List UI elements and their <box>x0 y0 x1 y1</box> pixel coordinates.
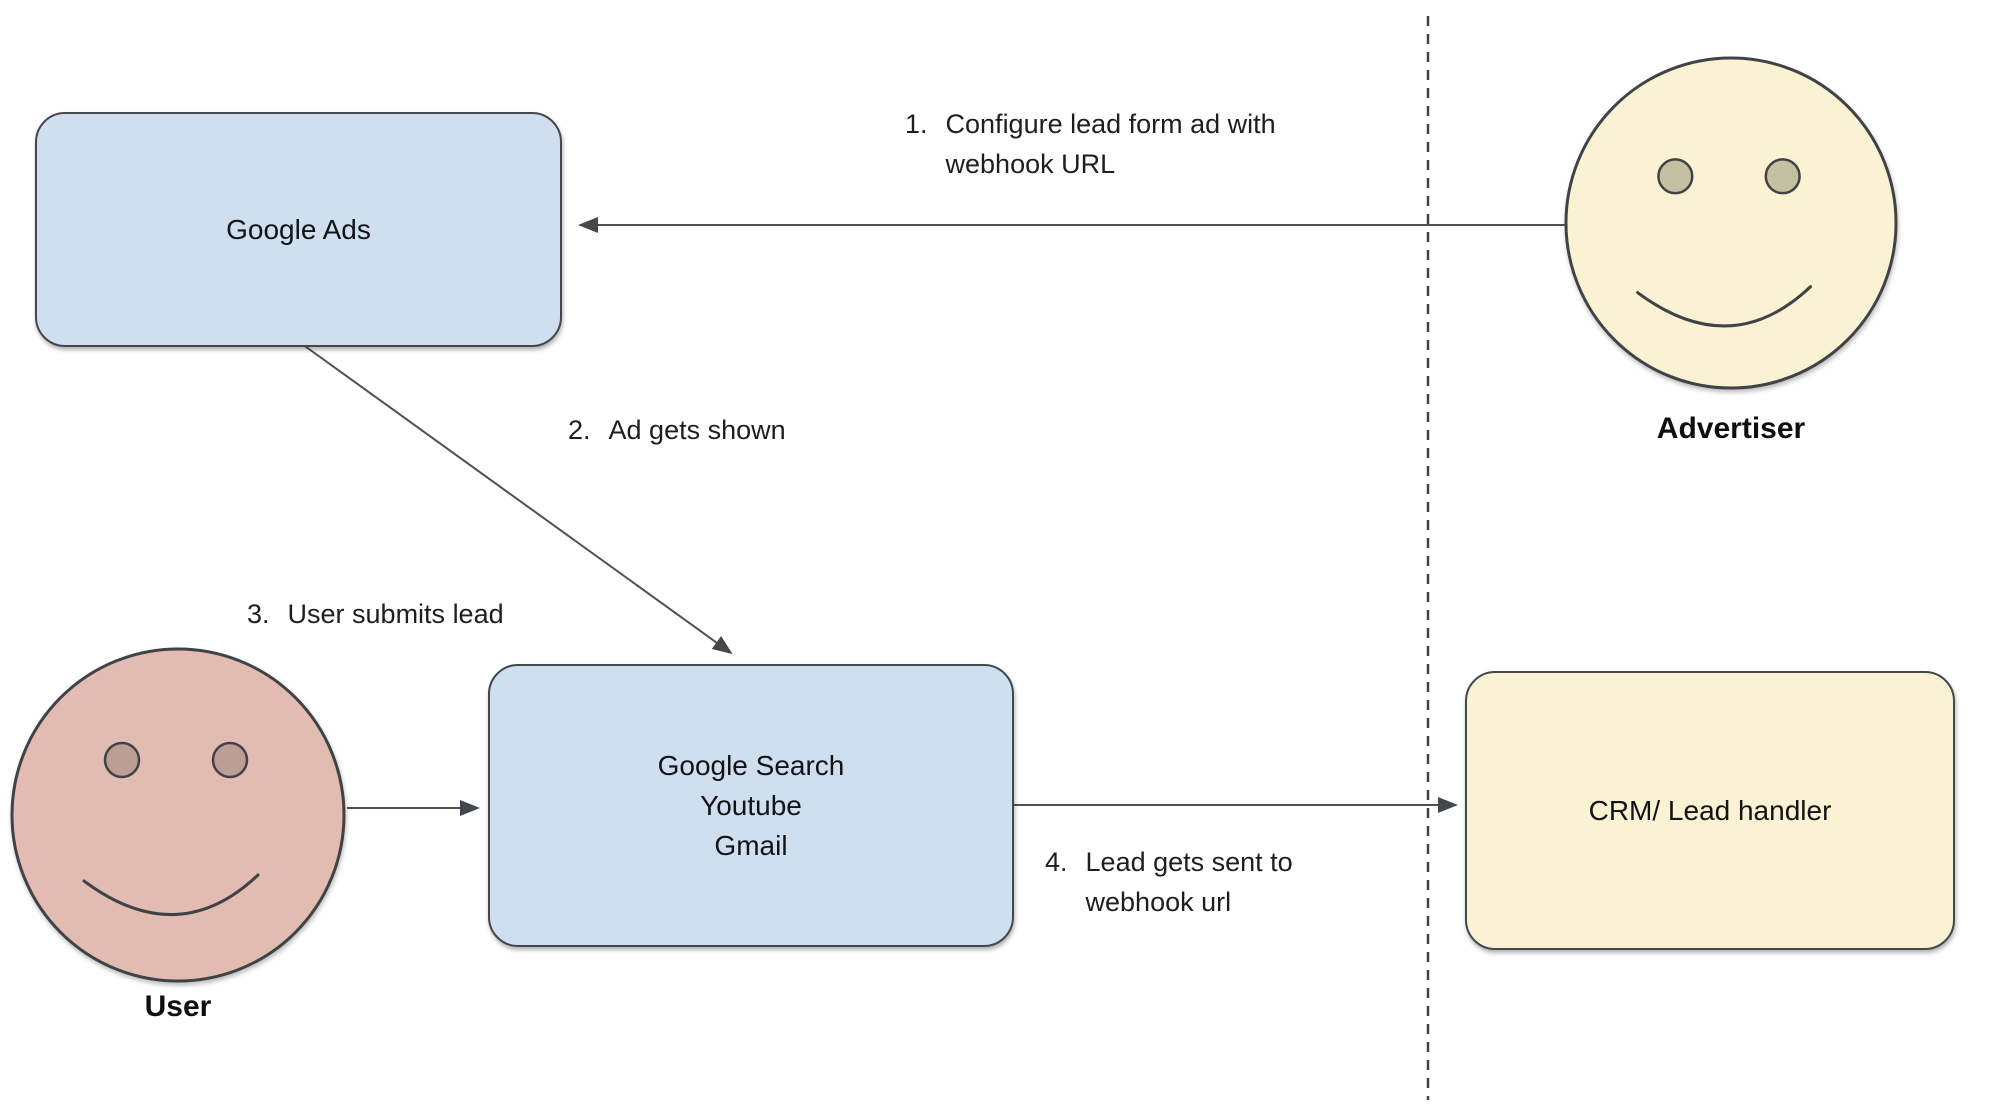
platforms-label: Google Search Youtube Gmail <box>657 749 845 861</box>
user-left-eye-icon <box>103 741 141 779</box>
arrow-google-ads-to-platforms <box>301 343 733 655</box>
step-4-label: 4. Lead gets sent to webhook url <box>1045 842 1293 922</box>
advertiser-head <box>1564 56 1898 390</box>
platforms-node: Google Search Youtube Gmail <box>488 664 1014 947</box>
advertiser-left-eye-icon <box>1657 158 1694 195</box>
step-4-text: Lead gets sent to webhook url <box>1085 847 1293 917</box>
user-face-icon <box>10 647 346 983</box>
crm-label: CRM/ Lead handler <box>1588 794 1832 826</box>
step-3-number: 3. <box>247 599 270 629</box>
step-1-label: 1. Configure lead form ad with webhook U… <box>905 104 1276 184</box>
user-right-eye-icon <box>211 741 249 779</box>
google-ads-label: Google Ads <box>226 213 371 245</box>
step-1-text: Configure lead form ad with webhook URL <box>945 109 1276 179</box>
user-label: User <box>144 990 212 1023</box>
advertiser-smile-icon <box>1636 285 1813 328</box>
user-head <box>10 647 346 983</box>
advertiser-face-icon <box>1564 56 1898 390</box>
step-2-text: Ad gets shown <box>608 415 786 445</box>
advertiser-right-eye-icon <box>1764 158 1801 195</box>
google-ads-node: Google Ads <box>35 112 562 347</box>
step-2-label: 2. Ad gets shown <box>568 410 786 450</box>
step-4-number: 4. <box>1045 847 1068 877</box>
step-3-label: 3. User submits lead <box>247 594 504 634</box>
crm-lead-handler-node: CRM/ Lead handler <box>1465 671 1955 950</box>
step-1-number: 1. <box>905 109 928 139</box>
user-smile-icon <box>82 873 260 917</box>
advertiser-label: Advertiser <box>1656 412 1806 445</box>
step-3-text: User submits lead <box>287 599 504 629</box>
step-2-number: 2. <box>568 415 591 445</box>
